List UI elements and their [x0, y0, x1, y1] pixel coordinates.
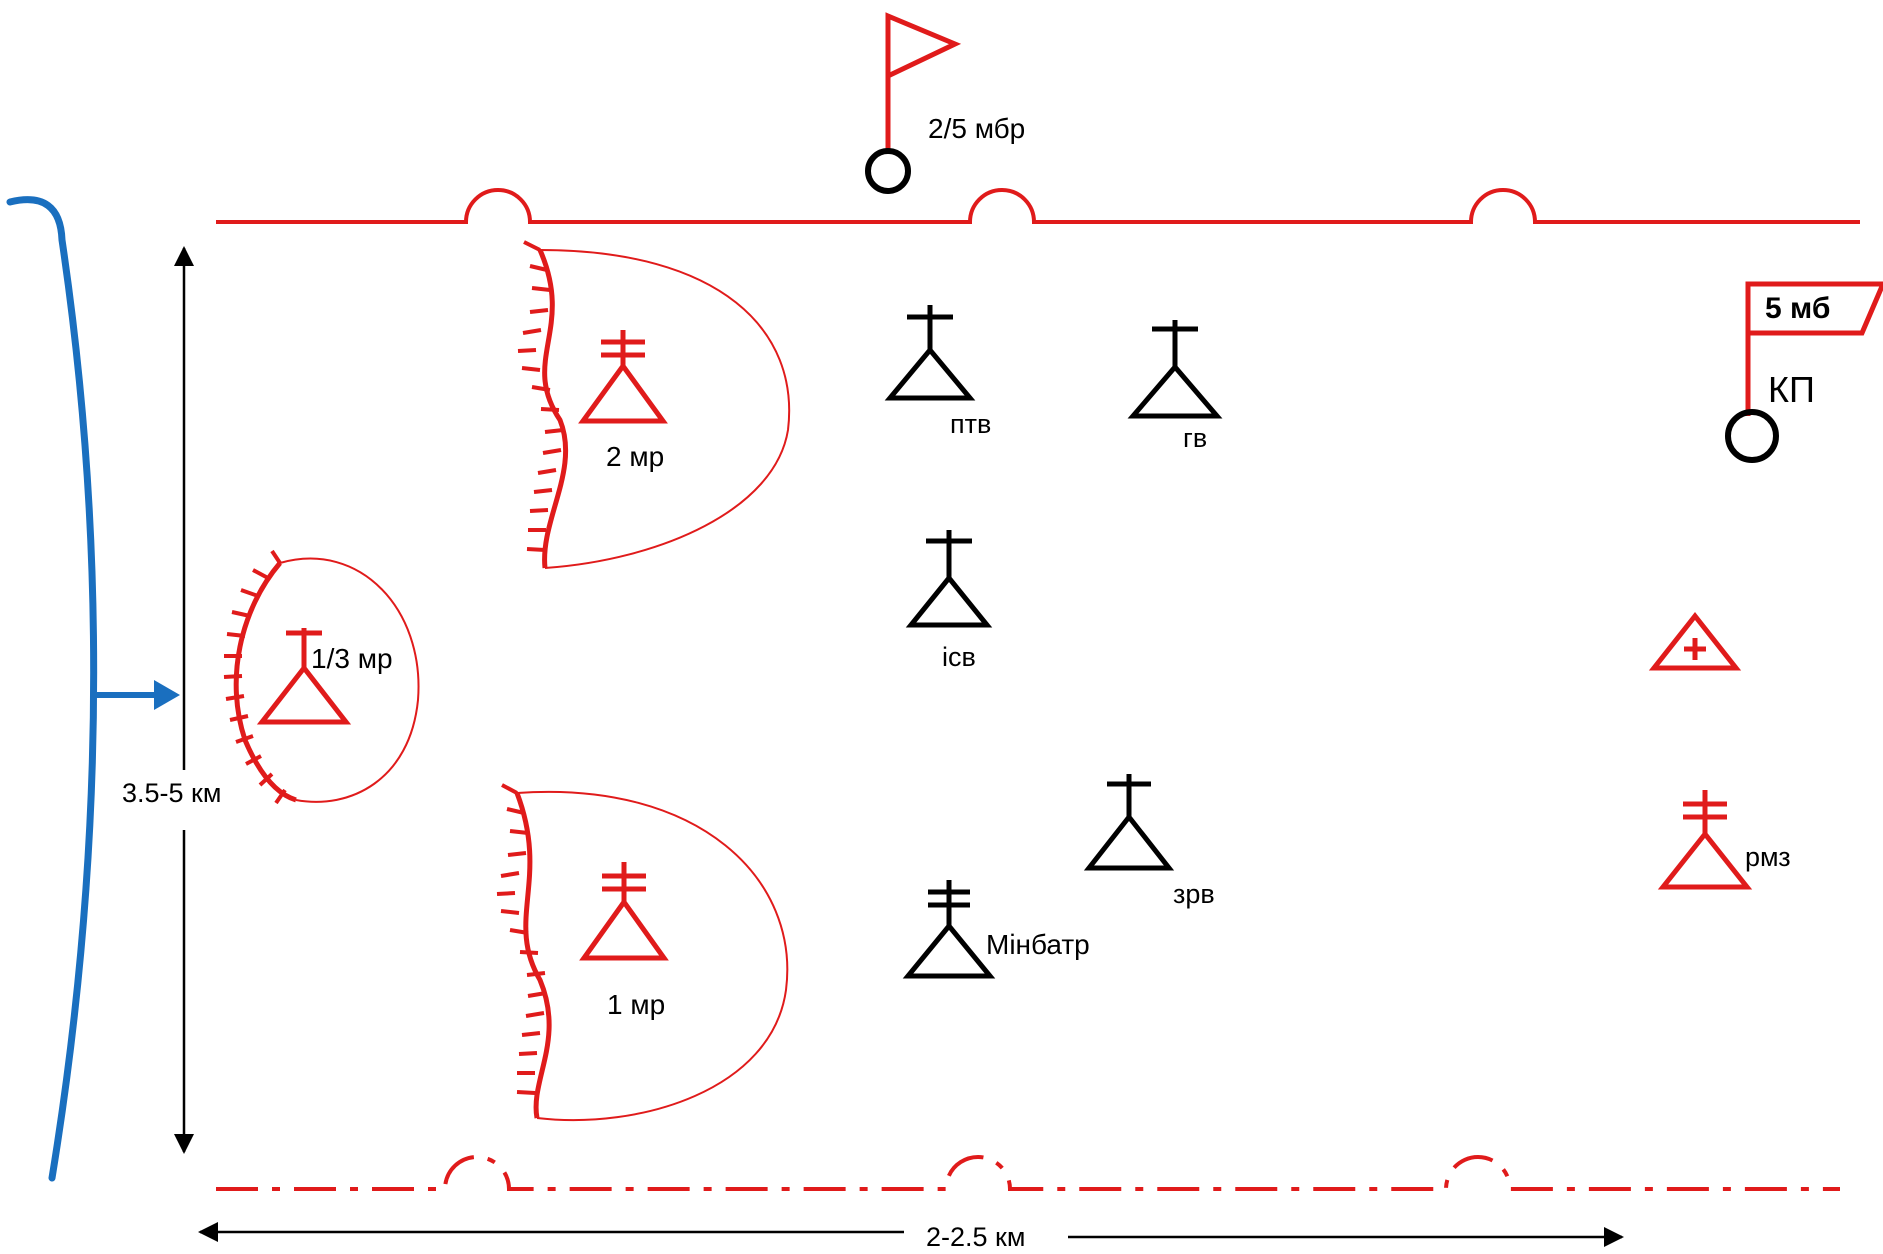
antiaircraft-platoon-symbol-icon	[1083, 774, 1175, 871]
antitank-platoon-symbol-icon	[884, 305, 976, 401]
enemy-front-curve	[6, 196, 98, 1182]
mortar-battery-symbol-icon	[902, 880, 996, 979]
antitank-platoon-label: птв	[950, 409, 991, 439]
battalion-flag-icon	[1745, 281, 1883, 416]
top-boundary-line	[216, 188, 1860, 224]
bottom-boundary-line	[216, 1155, 1840, 1191]
platoon-1-3-symbol-icon	[256, 628, 352, 725]
command-post-label: КП	[1768, 369, 1815, 410]
battalion-label: 5 мб	[1765, 292, 1830, 325]
brigade-flag-icon	[885, 12, 962, 150]
company-1-label: 1 мр	[607, 989, 665, 1020]
platoon-1-3-label: 1/3 мр	[311, 643, 393, 674]
brigade-cp-circle-icon	[865, 148, 911, 194]
width-dimension-label: 2-2.5 км	[926, 1222, 1025, 1252]
repair-company-label: рмз	[1745, 842, 1791, 872]
company-1-symbol-icon	[579, 862, 669, 961]
medical-point-icon	[1648, 611, 1742, 671]
engineer-platoon-symbol-icon	[905, 530, 993, 628]
platoon-1-3-position: 1/3 мр	[223, 549, 420, 805]
attack-direction-arrow-icon	[92, 680, 180, 710]
width-dimension-arrow	[198, 1222, 1624, 1247]
company-2-label: 2 мр	[606, 441, 664, 472]
mortar-battery-label: Мінбатр	[986, 929, 1090, 960]
company-2-symbol-icon	[578, 330, 668, 424]
grenade-platoon-label: гв	[1183, 423, 1207, 453]
battalion-cp-circle-icon	[1725, 409, 1779, 463]
depth-dimension-label: 3.5-5 км	[122, 778, 221, 808]
company-1-position: 1 мр	[496, 783, 789, 1122]
repair-company-symbol-icon	[1657, 790, 1753, 890]
grenade-platoon-symbol-icon	[1127, 320, 1223, 419]
antiaircraft-platoon-label: зрв	[1173, 879, 1215, 909]
company-2-position: 2 мр	[517, 240, 791, 569]
engineer-platoon-label: ісв	[942, 642, 976, 672]
brigade-label: 2/5 мбр	[928, 113, 1025, 144]
